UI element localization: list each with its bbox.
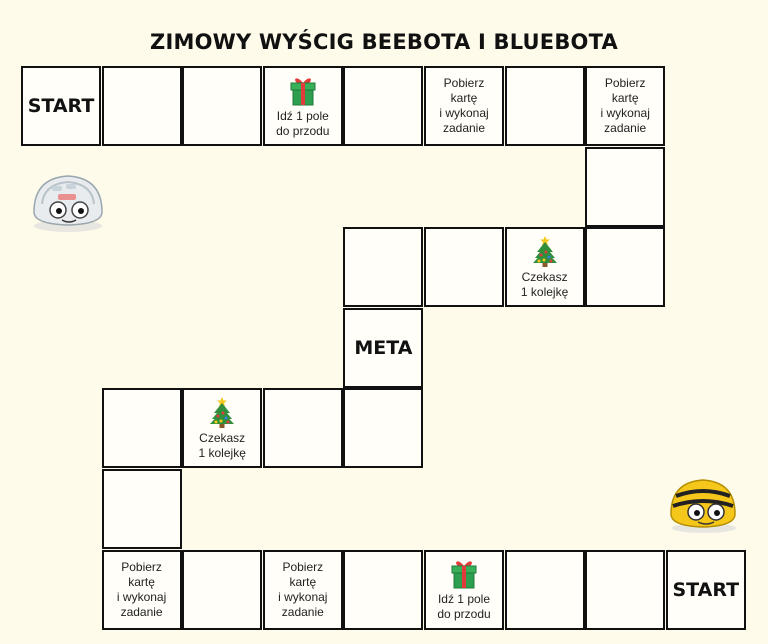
board-cell-empty [585, 146, 666, 227]
board-cell-empty [343, 388, 424, 469]
start-label: START [672, 578, 740, 601]
board-cell-empty [424, 227, 504, 308]
board-cell-start: START [21, 66, 101, 146]
board-cell-empty [101, 66, 182, 146]
board-cell-empty [585, 549, 666, 630]
board-cell-meta: META [343, 307, 424, 388]
board-cell-start: START [665, 549, 746, 630]
bluebot-robot-icon [33, 175, 103, 232]
board-cell-empty [101, 388, 182, 469]
beebot-robot-icon [670, 479, 736, 533]
christmas-tree-icon [210, 396, 235, 428]
meta-label: META [354, 336, 413, 359]
board-cell-empty [585, 227, 666, 308]
christmas-tree-icon [532, 235, 557, 267]
board-cell-empty [343, 66, 424, 146]
board-cell-empty [101, 469, 182, 549]
board-cell-empty [182, 66, 263, 146]
gift-icon [290, 77, 316, 105]
gift-icon [451, 561, 477, 589]
board-cell-empty [504, 66, 585, 146]
board-cell-empty [504, 549, 585, 630]
start-label: START [27, 95, 95, 117]
board-cell-empty [343, 227, 424, 308]
board-cell-empty [343, 549, 424, 630]
page-title: ZIMOWY WYŚCIG BEEBOTA I BLUEBOTA [150, 30, 618, 54]
board-cell-empty [262, 388, 343, 469]
board-cell-empty [182, 549, 263, 630]
